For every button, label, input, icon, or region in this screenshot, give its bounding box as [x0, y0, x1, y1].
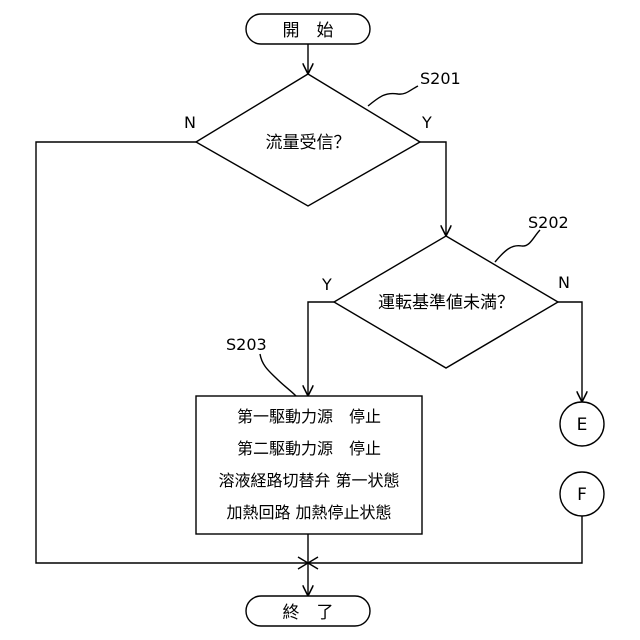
connector-e-label: E: [577, 415, 588, 435]
flow-line-s201-yes: [420, 142, 446, 236]
step-label-s203: S203: [226, 335, 267, 354]
process-line-2: 第二駆動力源 停止: [237, 439, 381, 458]
step-label-s201: S201: [420, 69, 461, 88]
s201-no-label: N: [184, 113, 196, 132]
step-leader-s202: [495, 230, 540, 262]
end-terminal-label: 終 了: [283, 603, 334, 623]
s201-yes-label: Y: [421, 113, 432, 132]
process-line-3: 溶液経路切替弁 第一状態: [218, 471, 399, 490]
s202-yes-label: Y: [321, 275, 332, 294]
start-terminal-label: 開 始: [283, 21, 334, 41]
flow-line-s202-yes: [308, 302, 334, 396]
flow-line-f-to-end: [308, 516, 582, 563]
process-line-4: 加熱回路 加熱停止状態: [226, 503, 391, 522]
step-leader-s201: [368, 86, 418, 106]
flow-line-s201-no: [36, 142, 308, 563]
step-leader-s203: [260, 354, 296, 396]
decision-s201-question: 流量受信？: [266, 133, 351, 153]
connector-f-label: F: [577, 485, 587, 505]
s202-no-label: N: [558, 273, 570, 292]
step-label-s202: S202: [528, 213, 569, 232]
process-line-1: 第一駆動力源 停止: [237, 407, 381, 426]
flow-line-s202-no: [558, 302, 582, 402]
decision-s202-question: 運転基準値未満？: [378, 293, 514, 313]
